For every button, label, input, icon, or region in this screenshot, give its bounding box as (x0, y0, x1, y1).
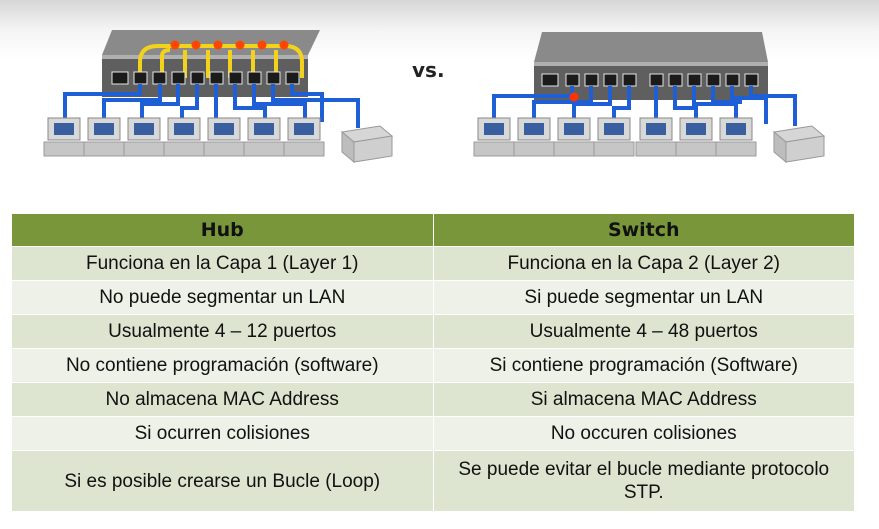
hub-collision-leds (170, 40, 289, 50)
header-switch: Switch (432, 213, 855, 247)
switch-computers (473, 117, 757, 157)
table-header-row: Hub Switch (11, 213, 855, 247)
hub-cell: No almacena MAC Address (11, 382, 434, 417)
switch-active-led (569, 92, 579, 102)
switch-cell: Si almacena MAC Address (432, 382, 855, 417)
table-row: No contiene programación (software) Si c… (11, 348, 855, 383)
versus-label: vs. (412, 58, 445, 82)
switch-cell: Si contiene programación (Software) (432, 348, 855, 383)
hub-cell: No contiene programación (software) (11, 348, 434, 383)
switch-ports (541, 73, 759, 87)
switch-cell: Se puede evitar el bucle mediante protoc… (432, 450, 855, 512)
table-row: Funciona en la Capa 1 (Layer 1) Funciona… (11, 246, 855, 281)
hub-cell: No puede segmentar un LAN (11, 280, 434, 315)
hub-computers (43, 117, 325, 157)
switch-network-diagram (473, 32, 826, 164)
hub-printer (340, 125, 394, 164)
switch-cell: Usualmente 4 – 48 puertos (432, 314, 855, 349)
comparison-table: Hub Switch Funciona en la Capa 1 (Layer … (11, 213, 855, 512)
table-row: No almacena MAC Address Si almacena MAC … (11, 382, 855, 417)
hub-device (102, 30, 320, 97)
switch-cell: Funciona en la Capa 2 (Layer 2) (432, 246, 855, 281)
switch-cell: No occuren colisiones (432, 416, 855, 451)
hub-cell: Usualmente 4 – 12 puertos (11, 314, 434, 349)
switch-cables (492, 86, 797, 126)
hub-cell: Si es posible crearse un Bucle (Loop) (11, 450, 434, 512)
hub-ports (111, 71, 300, 85)
header-hub: Hub (11, 213, 434, 247)
table-row: Si ocurren colisiones No occuren colisio… (11, 416, 855, 451)
table-row: Si es posible crearse un Bucle (Loop) Se… (11, 450, 855, 512)
hub-cables (63, 84, 360, 128)
switch-cell: Si puede segmentar un LAN (432, 280, 855, 315)
switch-printer (772, 125, 826, 164)
hub-cell: Si ocurren colisiones (11, 416, 434, 451)
hub-cell: Funciona en la Capa 1 (Layer 1) (11, 246, 434, 281)
hub-network-diagram (43, 30, 394, 164)
table-row: No puede segmentar un LAN Si puede segme… (11, 280, 855, 315)
table-row: Usualmente 4 – 12 puertos Usualmente 4 –… (11, 314, 855, 349)
